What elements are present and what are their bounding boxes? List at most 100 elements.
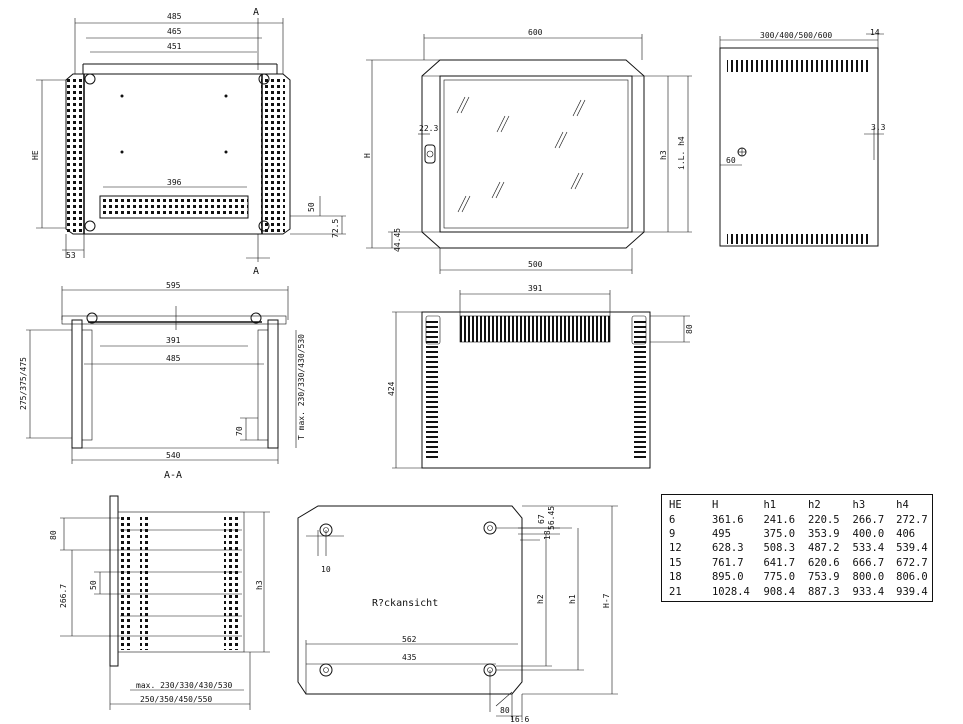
table-header-row: HE H h1 h2 h3 h4	[669, 498, 932, 512]
table-cell: 375.0	[763, 527, 796, 540]
table-cell: 939.4	[896, 585, 928, 598]
door-dim-h: H	[363, 153, 372, 158]
table-header: h4	[896, 499, 909, 512]
top-dim-outer: 250/350/450/550	[140, 695, 212, 704]
dimension-table: HE H h1 h2 h3 h4 6 361.6 241.6 220.5 266…	[661, 494, 933, 602]
rear-dim-h1: h1	[568, 594, 577, 604]
back-dim-80: 80	[685, 324, 694, 334]
door-dim-22-3: 22.3	[419, 124, 438, 133]
table-header: H	[711, 499, 719, 512]
table-cell: 12	[669, 542, 682, 555]
section-dim-tmax: T max. 230/330/430/530	[297, 334, 306, 440]
table-row: 6 361.6 241.6 220.5 266.7 272.7	[669, 512, 932, 526]
table-cell: 1028.4	[711, 585, 750, 598]
table-cell: 266.7	[852, 513, 885, 526]
front-dim-50: 50	[307, 202, 316, 212]
table-cell: 508.3	[763, 542, 796, 555]
rear-dim-56-45: 56.45	[547, 506, 556, 530]
table-cell: 641.7	[763, 556, 796, 569]
section-dim-540: 540	[166, 451, 181, 460]
section-dim-70: 70	[235, 426, 244, 436]
section-dim-485: 485	[166, 354, 181, 363]
table-cell: 15	[669, 556, 682, 569]
side-dim-depth: 300/400/500/600	[760, 31, 832, 40]
table-cell: 895.0	[711, 571, 744, 584]
rear-dim-h-7: H-7	[602, 593, 611, 608]
back-panel-view	[392, 290, 690, 469]
table-row: 12 628.3 508.3 487.2 533.4 539.4	[669, 541, 932, 555]
front-dim-451: 451	[167, 42, 182, 51]
table-cell: 487.2	[808, 542, 840, 555]
front-dim-he: HE	[31, 150, 40, 160]
table-cell: 495	[711, 527, 731, 540]
front-dim-72-5: 72.5	[331, 219, 340, 238]
table-header: h1	[763, 499, 777, 512]
door-dim-44-45: 44.45	[393, 228, 402, 252]
table-cell: 220.5	[808, 513, 840, 526]
rear-dim-67: 67	[537, 514, 546, 524]
door-dim-600: 600	[528, 28, 543, 37]
rear-view-label: R?ckansicht	[372, 598, 438, 609]
table-header: HE	[669, 499, 682, 512]
top-dim-max: max. 230/330/430/530	[136, 681, 233, 690]
table-header: h3	[852, 499, 866, 512]
table-cell: 775.0	[763, 571, 796, 584]
table-cell: 361.6	[711, 513, 744, 526]
rear-dim-80: 80	[500, 706, 510, 715]
top-dim-50: 50	[89, 580, 98, 590]
table-cell: 628.3	[711, 542, 744, 555]
rear-dim-16-6: 16.6	[510, 715, 529, 724]
table-cell: 400.0	[852, 527, 885, 540]
table-cell: 406	[896, 527, 916, 540]
table-cell: 800.0	[852, 571, 885, 584]
side-dim-3-3: 3.3	[871, 123, 886, 132]
table-cell: 21	[669, 585, 682, 598]
top-view	[60, 495, 270, 710]
table-header: h2	[808, 499, 821, 512]
back-dim-391: 391	[528, 284, 543, 293]
table-cell: 9	[669, 527, 676, 540]
front-dim-485: 485	[167, 12, 182, 21]
front-dim-53: 53	[66, 251, 76, 260]
dimension-table-grid: HE H h1 h2 h3 h4 6 361.6 241.6 220.5 266…	[669, 498, 932, 599]
table-cell: 620.6	[808, 556, 840, 569]
rear-dim-18: 18	[543, 530, 552, 540]
table-cell: 666.7	[852, 556, 885, 569]
table-cell: 533.4	[852, 542, 885, 555]
section-mark-top: A	[253, 7, 259, 18]
front-dim-396: 396	[167, 178, 182, 187]
rear-dim-562: 562	[402, 635, 417, 644]
table-row: 18 895.0 775.0 753.9 800.0 806.0	[669, 570, 932, 584]
top-dim-80: 80	[49, 530, 58, 540]
table-cell: 753.9	[808, 571, 840, 584]
front-dim-465: 465	[167, 27, 182, 36]
front-view	[36, 18, 346, 262]
section-dim-heights: 275/375/475	[19, 357, 28, 410]
door-dim-h3: h3	[659, 150, 668, 160]
table-cell: 539.4	[896, 542, 928, 555]
section-dim-595: 595	[166, 281, 181, 290]
door-view	[366, 34, 692, 274]
rear-dim-h2: h2	[536, 594, 545, 604]
section-view	[26, 286, 297, 464]
rear-view	[297, 505, 618, 720]
section-dim-391: 391	[166, 336, 181, 345]
table-cell: 6	[669, 513, 676, 526]
table-cell: 806.0	[896, 571, 928, 584]
side-dim-60: 60	[726, 156, 736, 165]
table-cell: 353.9	[808, 527, 840, 540]
table-cell: 272.7	[896, 513, 928, 526]
door-dim-il-h4: i.L. h4	[677, 136, 686, 170]
side-view	[719, 30, 884, 247]
table-cell: 933.4	[852, 585, 885, 598]
top-dim-266-7: 266.7	[59, 584, 68, 608]
section-caption: A-A	[164, 470, 182, 481]
table-cell: 18	[669, 571, 682, 584]
table-cell: 908.4	[763, 585, 796, 598]
table-row: 15 761.7 641.7 620.6 666.7 672.7	[669, 556, 932, 570]
section-mark-bottom: A	[253, 266, 259, 277]
top-dim-h3: h3	[255, 580, 264, 590]
table-cell: 241.6	[763, 513, 796, 526]
table-row: 21 1028.4 908.4 887.3 933.4 939.4	[669, 584, 932, 598]
